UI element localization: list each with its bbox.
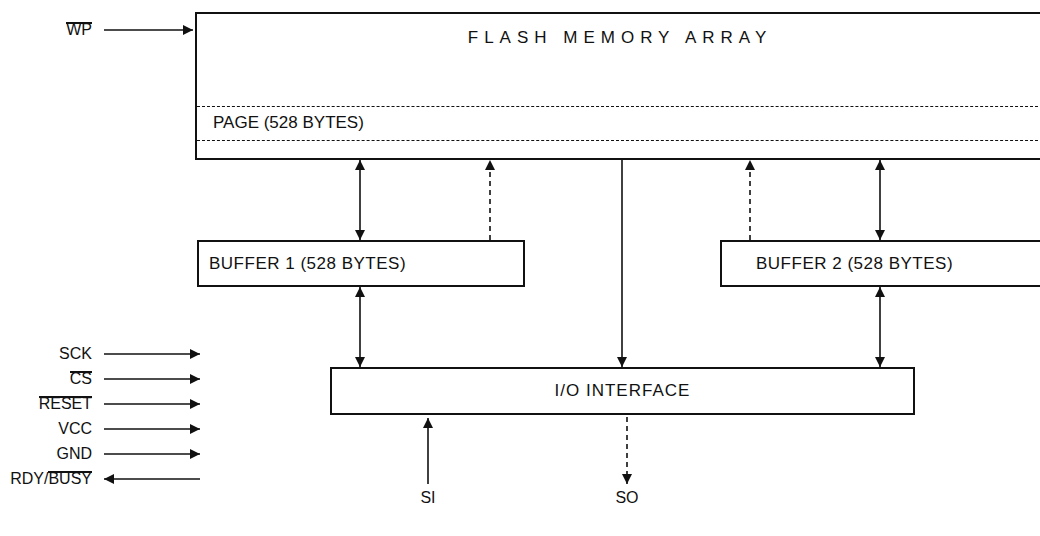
pin-arrow bbox=[104, 29, 193, 31]
data-path-arrow bbox=[749, 160, 751, 240]
interface-box: I/O INTERFACE bbox=[330, 367, 915, 415]
active-low-bar bbox=[48, 471, 92, 473]
pin-arrow bbox=[104, 453, 200, 455]
data-path-arrow bbox=[489, 160, 491, 240]
pin-arrow bbox=[104, 478, 200, 480]
pin-arrow bbox=[626, 417, 628, 484]
data-path-arrow bbox=[621, 160, 623, 367]
memory-array-box: FLASH MEMORY ARRAY PAGE (528 BYTES) bbox=[195, 12, 1040, 160]
data-path-arrow bbox=[359, 287, 361, 367]
signal-name: SI bbox=[420, 488, 435, 507]
active-low-bar bbox=[66, 22, 92, 24]
data-path-arrow bbox=[359, 160, 361, 240]
pin-arrow bbox=[104, 378, 200, 380]
buffer-box: BUFFER 1 (528 BYTES) bbox=[197, 240, 525, 287]
page-band: PAGE (528 BYTES) bbox=[197, 106, 1040, 141]
buffer-box: BUFFER 2 (528 BYTES) bbox=[720, 240, 1040, 287]
data-path-arrow bbox=[879, 287, 881, 367]
signal-name: GND bbox=[56, 444, 92, 463]
pin-arrow bbox=[104, 428, 200, 430]
node-label: I/O INTERFACE bbox=[332, 381, 913, 401]
active-low-bar bbox=[70, 371, 92, 373]
signal-name: SO bbox=[615, 488, 638, 507]
node-label: BUFFER 2 (528 BYTES) bbox=[756, 254, 1040, 274]
node-label: BUFFER 1 (528 BYTES) bbox=[209, 254, 523, 274]
pin-arrow bbox=[104, 353, 200, 355]
pin-arrow bbox=[104, 403, 200, 405]
signal-name: SCK bbox=[59, 344, 92, 363]
active-low-bar bbox=[39, 396, 92, 398]
node-label: FLASH MEMORY ARRAY bbox=[197, 28, 1040, 48]
data-path-arrow bbox=[879, 160, 881, 240]
signal-name: VCC bbox=[58, 419, 92, 438]
node-label: PAGE (528 BYTES) bbox=[213, 113, 1040, 133]
pin-arrow bbox=[427, 418, 429, 484]
